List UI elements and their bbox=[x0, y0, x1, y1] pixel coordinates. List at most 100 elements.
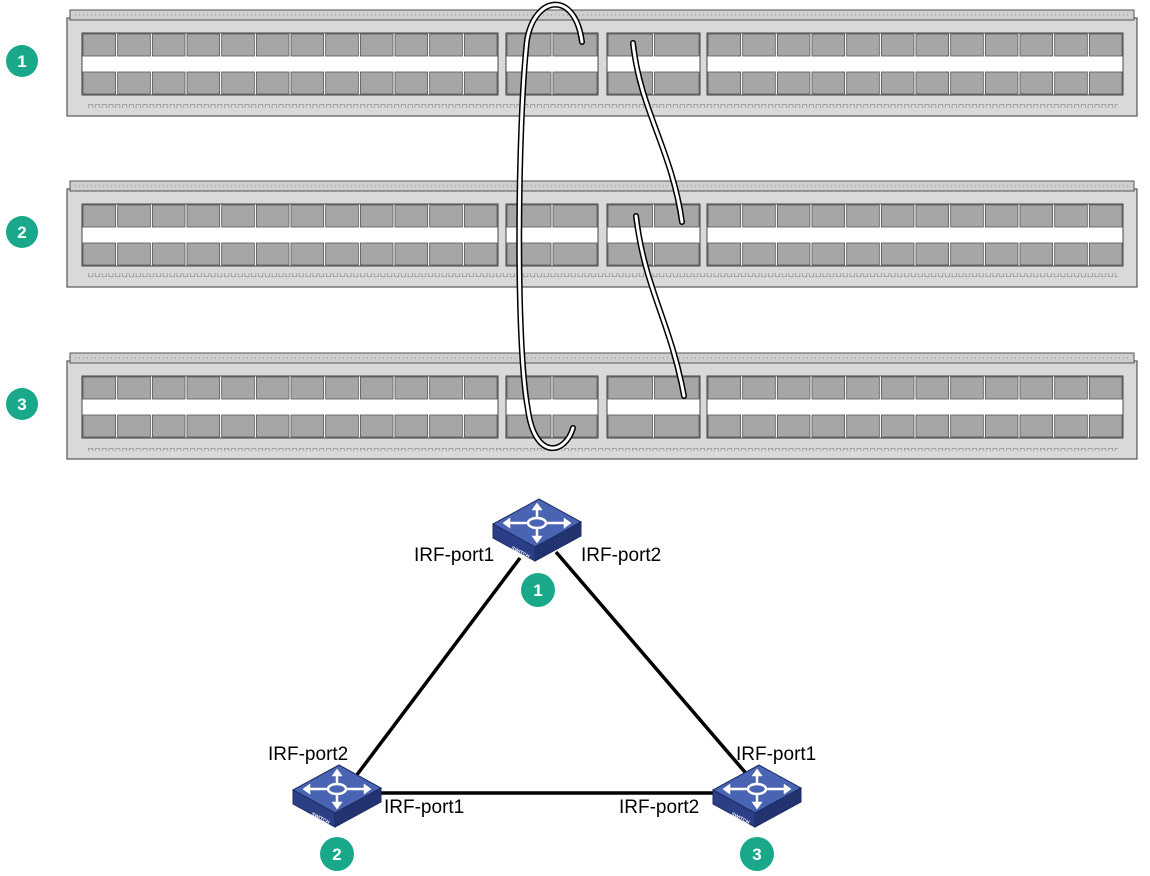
sfp-port bbox=[984, 376, 1019, 400]
port-label-n3-left: IRF-port2 bbox=[619, 797, 699, 818]
sfp-port bbox=[607, 71, 653, 95]
sfp-port bbox=[255, 33, 290, 57]
node-badge-1-label: 1 bbox=[533, 581, 542, 600]
sfp-port bbox=[429, 33, 463, 57]
port-group bbox=[505, 32, 599, 96]
sfp-port bbox=[880, 414, 915, 438]
irf-cables bbox=[516, 1, 687, 452]
sfp-port bbox=[880, 33, 915, 57]
sfp-port bbox=[950, 242, 984, 266]
sfp-port bbox=[846, 414, 880, 438]
port-group bbox=[81, 375, 499, 439]
sfp-port bbox=[290, 71, 325, 95]
sfp-port bbox=[1088, 204, 1123, 228]
sfp-port bbox=[742, 414, 776, 438]
sfp-port bbox=[221, 204, 255, 228]
sfp-port bbox=[880, 71, 915, 95]
sfp-port bbox=[151, 33, 186, 57]
sfp-port bbox=[1054, 71, 1088, 95]
sfp-port bbox=[221, 33, 255, 57]
sfp-port bbox=[950, 204, 984, 228]
sfp-port bbox=[654, 71, 700, 95]
sfp-port bbox=[82, 204, 117, 228]
panel-badge-1: 1 bbox=[6, 45, 38, 77]
sfp-port bbox=[221, 376, 255, 400]
sfp-port bbox=[325, 33, 359, 57]
sfp-port bbox=[506, 71, 552, 95]
sfp-port bbox=[607, 414, 653, 438]
sfp-port bbox=[394, 242, 429, 266]
device-front-panels bbox=[66, 9, 1138, 460]
sfp-port bbox=[255, 242, 290, 266]
sfp-port bbox=[117, 204, 151, 228]
port-label-n3-top: IRF-port1 bbox=[736, 744, 816, 765]
port-group bbox=[706, 375, 1124, 439]
sfp-port bbox=[915, 376, 950, 400]
ring-closing-cable bbox=[516, 1, 585, 452]
sfp-port bbox=[151, 71, 186, 95]
sfp-port bbox=[707, 33, 742, 57]
sfp-port bbox=[186, 414, 221, 438]
sfp-port bbox=[429, 71, 463, 95]
port-group bbox=[505, 375, 599, 439]
sfp-port bbox=[359, 33, 394, 57]
sfp-port bbox=[742, 242, 776, 266]
sfp-port bbox=[1054, 376, 1088, 400]
sfp-port bbox=[82, 242, 117, 266]
switch-arrows bbox=[302, 768, 372, 810]
sfp-port bbox=[221, 242, 255, 266]
sfp-port bbox=[186, 71, 221, 95]
sfp-port bbox=[811, 71, 846, 95]
sfp-port bbox=[82, 33, 117, 57]
sfp-port bbox=[290, 242, 325, 266]
sfp-port bbox=[1019, 376, 1054, 400]
sfp-port bbox=[1054, 414, 1088, 438]
sfp-port bbox=[506, 376, 552, 400]
sfp-port bbox=[915, 204, 950, 228]
sfp-port bbox=[880, 376, 915, 400]
sfp-port bbox=[394, 414, 429, 438]
port-group bbox=[606, 375, 701, 439]
sfp-port bbox=[654, 376, 700, 400]
panel-badge-2-label: 2 bbox=[17, 223, 26, 242]
sfp-port bbox=[984, 242, 1019, 266]
sfp-port bbox=[429, 242, 463, 266]
sfp-port bbox=[950, 33, 984, 57]
sfp-port bbox=[221, 414, 255, 438]
sfp-port bbox=[742, 204, 776, 228]
sfp-port bbox=[290, 376, 325, 400]
sfp-port bbox=[707, 376, 742, 400]
led-strip bbox=[88, 273, 1118, 279]
switch-icon-3: SWITCH bbox=[711, 764, 803, 828]
sfp-port bbox=[607, 376, 653, 400]
led-strip bbox=[88, 102, 1118, 108]
sfp-port bbox=[846, 33, 880, 57]
sfp-port bbox=[290, 204, 325, 228]
sfp-port bbox=[846, 204, 880, 228]
switch-arrows bbox=[502, 502, 572, 544]
port-label-n1-right: IRF-port2 bbox=[581, 545, 661, 566]
port-group bbox=[706, 32, 1124, 96]
link-1-2 bbox=[345, 556, 522, 790]
sfp-port bbox=[82, 71, 117, 95]
sfp-port bbox=[950, 71, 984, 95]
sfp-port bbox=[463, 414, 498, 438]
node-badge-3-label: 3 bbox=[752, 845, 761, 864]
sfp-port bbox=[984, 204, 1019, 228]
sfp-port bbox=[82, 414, 117, 438]
sfp-port bbox=[654, 414, 700, 438]
sfp-port bbox=[950, 414, 984, 438]
sfp-port bbox=[186, 204, 221, 228]
sfp-port bbox=[552, 204, 598, 228]
sfp-port bbox=[1054, 204, 1088, 228]
sfp-port bbox=[506, 204, 552, 228]
led-strip bbox=[88, 445, 1118, 451]
sfp-port bbox=[846, 71, 880, 95]
sfp-port bbox=[846, 242, 880, 266]
port-labels: IRF-port1 IRF-port2 IRF-port2 IRF-port1 … bbox=[268, 545, 816, 818]
sfp-port bbox=[1019, 204, 1054, 228]
switch-arrows bbox=[722, 768, 792, 810]
sfp-port bbox=[325, 242, 359, 266]
